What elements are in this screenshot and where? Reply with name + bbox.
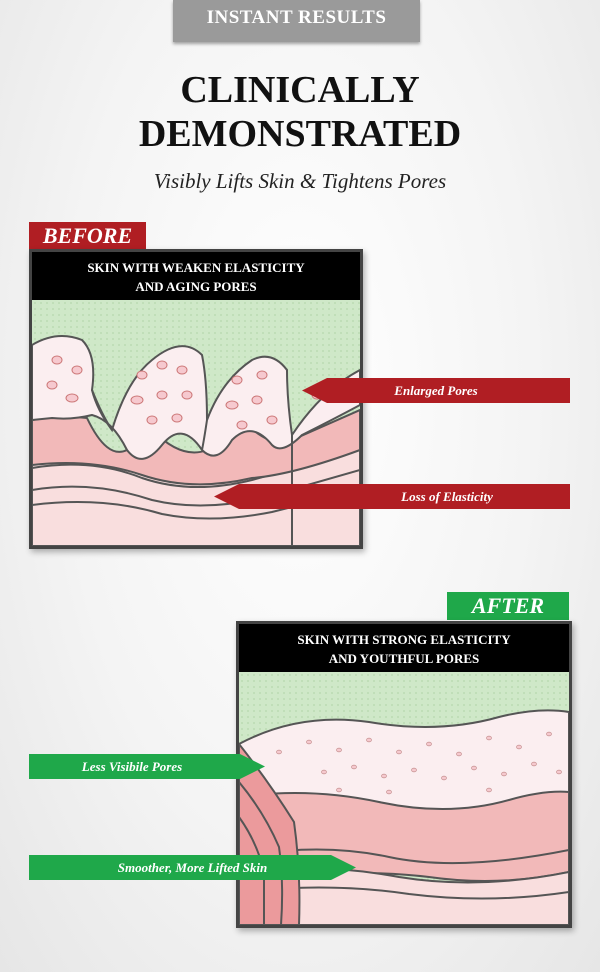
enlarged-pores-label: Enlarged Pores [394,383,478,398]
after-tag: AFTER [447,592,569,620]
less-visible-pores-label: Less Visibile Pores [81,759,183,774]
before-skin-illustration [32,300,360,546]
before-tag: BEFORE [29,222,146,250]
title-line-2: DEMONSTRATED [138,113,462,155]
smoother-lifted-skin-label: Smoother, More Lifted Skin [117,860,268,875]
after-heading-line-2: AND YOUTHFUL PORES [328,651,480,666]
instant-results-banner: INSTANT RESULTS [173,0,420,42]
less-visible-pores-callout: Less Visibile Pores [29,754,265,779]
title-line-1: CLINICALLY [180,69,420,111]
before-heading-line-1: SKIN WITH WEAKEN ELASTICITY [87,260,305,275]
after-skin-illustration [239,672,569,925]
after-panel: SKIN WITH STRONG ELASTICITY AND YOUTHFUL… [236,621,572,928]
loss-of-elasticity-callout: Loss of Elasticity [214,484,570,509]
before-heading-line-2: AND AGING PORES [135,279,257,294]
before-panel-heading: SKIN WITH WEAKEN ELASTICITY AND AGING PO… [32,252,360,300]
after-heading-line-1: SKIN WITH STRONG ELASTICITY [297,632,511,647]
page-subtitle: Visibly Lifts Skin & Tightens Pores [153,169,447,193]
left-arrow-icon [214,484,570,509]
left-arrow-icon [302,378,570,403]
right-arrow-icon [29,754,265,779]
after-panel-heading: SKIN WITH STRONG ELASTICITY AND YOUTHFUL… [239,624,569,672]
right-arrow-icon [29,855,356,880]
smoother-lifted-skin-callout: Smoother, More Lifted Skin [29,855,356,880]
loss-of-elasticity-label: Loss of Elasticity [401,489,493,504]
page-title: CLINICALLY DEMONSTRATED [0,68,600,156]
enlarged-pores-callout: Enlarged Pores [302,378,570,403]
